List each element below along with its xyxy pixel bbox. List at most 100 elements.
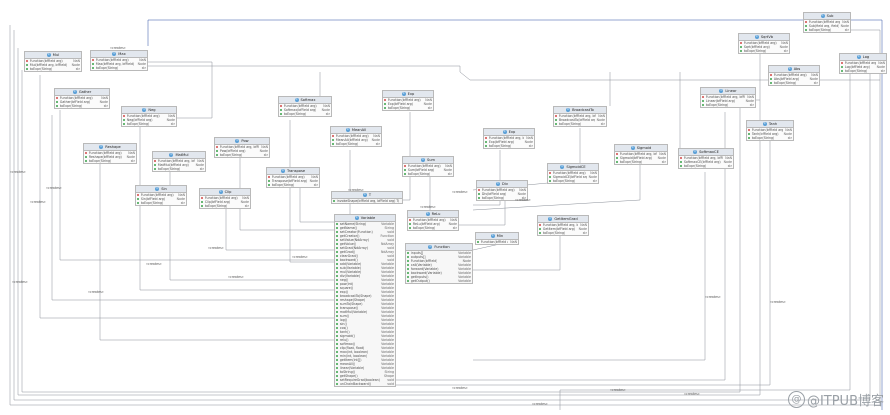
public-member-icon bbox=[407, 267, 410, 271]
member-row: Function(bfField arg)NaN bbox=[25, 59, 81, 63]
member-signature: Function(bfField arg, bfField) bbox=[219, 145, 260, 149]
public-member-icon bbox=[336, 254, 339, 258]
member-row: toExpr(String)str bbox=[136, 201, 186, 205]
member-signature: Abs(bfField arg) bbox=[773, 77, 799, 81]
member-type: str bbox=[452, 226, 457, 230]
member-type: NaN bbox=[590, 171, 597, 175]
class-name: Function bbox=[434, 245, 450, 249]
class-icon: C bbox=[218, 190, 223, 194]
class-icon: C bbox=[354, 216, 359, 220]
member-row: toExpr(String)str bbox=[383, 106, 433, 110]
member-signature: getGrad() bbox=[339, 250, 356, 254]
class-icon: C bbox=[235, 139, 240, 143]
member-row: Function(bfField arg)NaN bbox=[122, 114, 176, 118]
member-type: str bbox=[313, 183, 318, 187]
member-signature: broadcastTo(Shape) bbox=[339, 294, 372, 298]
public-member-icon bbox=[336, 266, 339, 270]
member-signature: Function(bfField) bbox=[410, 259, 438, 263]
member-row: toExpr(String)str bbox=[769, 81, 819, 85]
member-row: GetItem(bfField arg)Node bbox=[538, 227, 588, 231]
member-row: call(Variable)Variable bbox=[406, 263, 472, 267]
class-icon: C bbox=[99, 145, 104, 149]
public-member-icon bbox=[336, 382, 339, 386]
public-member-icon bbox=[336, 374, 339, 378]
member-signature: toExpr(String) bbox=[412, 226, 436, 230]
member-type: str bbox=[263, 153, 268, 157]
member-type: Variable bbox=[381, 322, 394, 326]
class-icon: C bbox=[762, 122, 767, 126]
member-type: Variable bbox=[381, 262, 394, 266]
member-type: Node bbox=[779, 45, 788, 49]
public-member-icon bbox=[805, 28, 808, 32]
member-row: square()Variable bbox=[335, 286, 395, 290]
private-member-icon bbox=[616, 152, 619, 156]
member-type: Variable bbox=[381, 266, 394, 270]
member-type: Node bbox=[783, 132, 792, 136]
member-type: NaN bbox=[747, 95, 754, 99]
relationship-label: «creates» bbox=[705, 295, 721, 299]
public-member-icon bbox=[336, 338, 339, 342]
relationship-label: «creates» bbox=[292, 255, 308, 259]
member-signature: tanh() bbox=[339, 330, 350, 334]
member-signature: Function(bfField arg) bbox=[773, 73, 807, 77]
member-row: BroadcastTo(bfField arg)Node bbox=[554, 118, 606, 122]
member-signature: MatMul(bfField arg) bbox=[157, 163, 189, 167]
public-member-icon bbox=[539, 231, 542, 235]
member-row: toExpr(String) str bbox=[408, 226, 458, 230]
member-type: str bbox=[325, 112, 330, 116]
member-signature: Clip(bfField arg) bbox=[204, 200, 231, 204]
member-type: Node bbox=[657, 156, 666, 160]
member-row: backward()void bbox=[335, 258, 395, 262]
member-row: toExpr(String)str bbox=[747, 136, 793, 140]
member-row: div(Variable)Variable bbox=[335, 274, 395, 278]
member-row: clearGrad()void bbox=[335, 254, 395, 258]
member-type: Node bbox=[448, 222, 457, 226]
class-name: Max bbox=[118, 52, 126, 56]
member-type: void bbox=[387, 378, 394, 382]
member-signature: getCreator() bbox=[339, 234, 360, 238]
member-signature: sumTo(Shape) bbox=[339, 302, 363, 306]
member-signature: Function(bfField arg) bbox=[271, 175, 305, 179]
member-row: Tanh(bfField arg)Node bbox=[747, 132, 793, 136]
public-member-icon bbox=[616, 160, 619, 164]
public-member-icon bbox=[154, 167, 157, 171]
